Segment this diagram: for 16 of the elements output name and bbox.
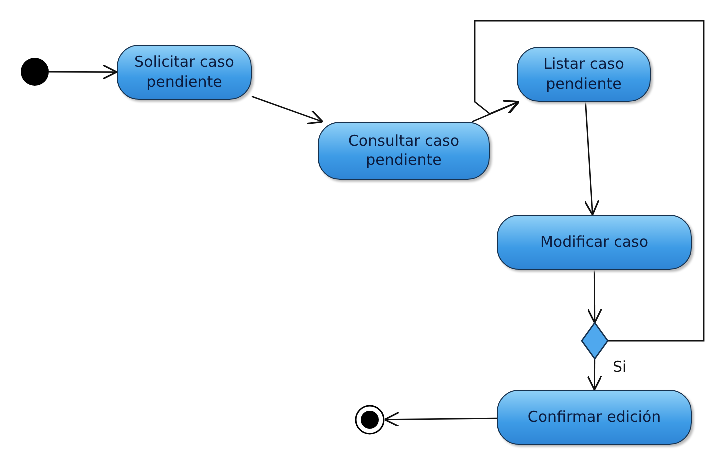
arrow <box>586 359 603 391</box>
arrow <box>472 100 520 123</box>
action-box: Listar caso pendiente <box>517 47 651 102</box>
arrow <box>584 102 600 216</box>
action-box: Solicitar caso pendiente <box>117 45 252 100</box>
final-node <box>355 405 385 435</box>
action-box: Modificar caso <box>497 215 692 270</box>
arrow <box>474 20 705 342</box>
arrow <box>384 412 497 428</box>
decision-diamond <box>582 323 608 359</box>
arrow <box>49 64 118 80</box>
arrow <box>587 270 603 324</box>
action-box: Confirmar edición <box>497 390 692 445</box>
initial-node <box>21 58 49 86</box>
action-box: Consultar caso pendiente <box>318 122 490 180</box>
arrow <box>252 96 324 125</box>
